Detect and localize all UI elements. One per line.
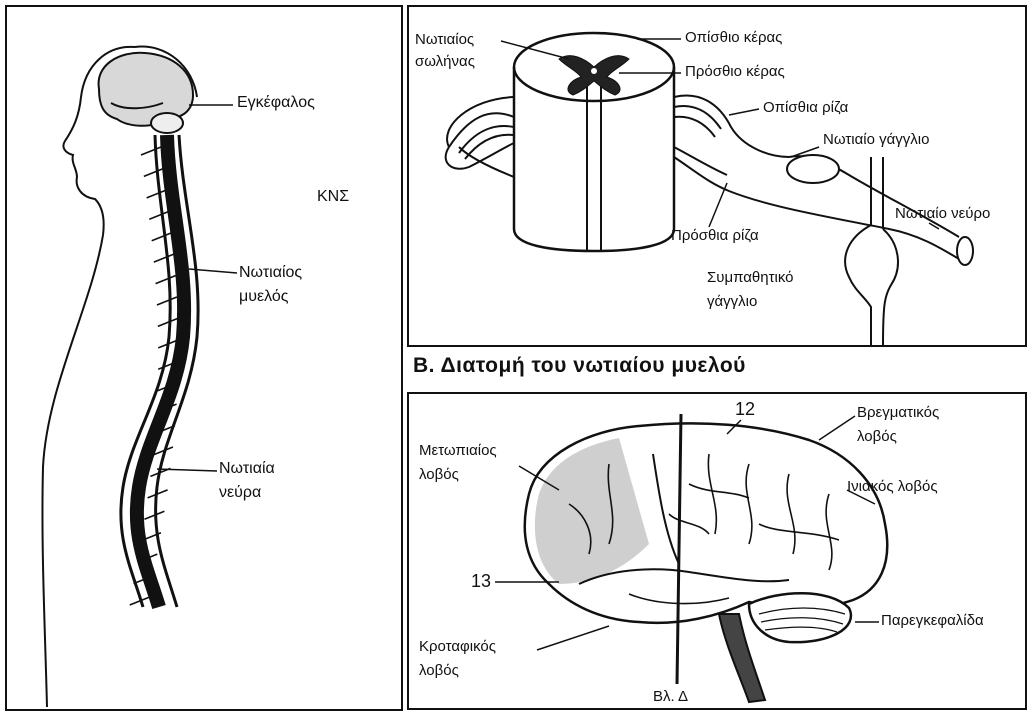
label-spinal-cord-line1: Νωτιαίος bbox=[239, 263, 302, 282]
label-parietal-lobe-line1: Βρεγματικός bbox=[857, 404, 939, 422]
left-nerve-roots bbox=[446, 97, 514, 177]
label-spinal-nerves-line2: νεύρα bbox=[219, 483, 261, 502]
cerebrum bbox=[525, 423, 888, 623]
caption-cross-section: Β. Διατομή του νωτιαίου μυελού bbox=[413, 354, 746, 378]
panel-cns-body: Εγκέφαλος ΚΝΣ Νωτιαίος μυελός Νωτιαία νε… bbox=[5, 5, 403, 711]
body-cns-illustration bbox=[7, 7, 403, 711]
label-spinal-nerve: Νωτιαίο νεύρο bbox=[895, 205, 990, 223]
label-sympathetic-ganglion-line2: γάγγλιο bbox=[707, 293, 757, 311]
label-number-12: 12 bbox=[735, 400, 755, 419]
label-number-13: 13 bbox=[471, 572, 491, 591]
label-spinal-nerves-line1: Νωτιαία bbox=[219, 459, 275, 478]
spinal-nerve-stroke bbox=[152, 233, 172, 241]
label-spinal-ganglion: Νωτιαίο γάγγλιο bbox=[823, 131, 929, 149]
label-spinal-cord-line2: μυελός bbox=[239, 287, 288, 306]
label-cerebellum: Παρεγκεφαλίδα bbox=[881, 612, 984, 630]
label-anterior-root: Πρόσθια ρίζα bbox=[671, 227, 759, 245]
label-temporal-lobe-line2: λοβός bbox=[419, 662, 459, 680]
spinal-nerve-stroke bbox=[141, 147, 161, 155]
spinal-nerve-stroke bbox=[149, 211, 169, 219]
brain-shape bbox=[99, 53, 193, 133]
brain-lobes-illustration bbox=[409, 394, 1027, 710]
spinal-nerve-stroke bbox=[154, 254, 174, 262]
label-temporal-lobe-line1: Κροταφικός bbox=[419, 638, 496, 656]
label-vertebral-canal-line2: σωλήνας bbox=[415, 53, 475, 71]
spinal-nerve-stroke bbox=[157, 297, 177, 305]
spinal-nerve-stroke bbox=[147, 190, 167, 198]
label-sympathetic-ganglion-line1: Συμπαθητικό bbox=[707, 269, 794, 287]
label-parietal-lobe-line2: λοβός bbox=[857, 428, 897, 446]
spinal-column bbox=[121, 135, 198, 607]
spinal-nerve-stroke bbox=[156, 276, 176, 284]
label-posterior-root: Οπίσθια ρίζα bbox=[763, 99, 848, 117]
panel-brain-lobes: 12 13 Μετωπιαίος λοβός Βρεγματικός λοβός… bbox=[407, 392, 1027, 710]
label-frontal-lobe-line1: Μετωπιαίος bbox=[419, 442, 497, 460]
label-anterior-horn: Πρόσθιο κέρας bbox=[685, 63, 785, 81]
label-brain: Εγκέφαλος bbox=[237, 93, 315, 112]
label-occipital-lobe: Ινιακός λοβός bbox=[847, 478, 938, 496]
spinal-nerve-stroke bbox=[144, 168, 164, 176]
panel-spinal-cross-section: Νωτιαίος σωλήνας Οπίσθιο κέρας Πρόσθιο κ… bbox=[407, 5, 1027, 347]
label-frontal-lobe-line2: λοβός bbox=[419, 466, 459, 484]
spinal-nerve-stroke bbox=[158, 318, 178, 326]
label-vertebral-canal-line1: Νωτιαίος bbox=[415, 31, 474, 49]
label-posterior-horn: Οπίσθιο κέρας bbox=[685, 29, 782, 47]
sympathetic-ganglion bbox=[845, 157, 898, 345]
spinal-cord-segment bbox=[514, 33, 674, 251]
cerebellum bbox=[749, 593, 851, 642]
label-see-d: Βλ. Δ bbox=[653, 688, 688, 706]
label-cns: ΚΝΣ bbox=[317, 187, 349, 206]
